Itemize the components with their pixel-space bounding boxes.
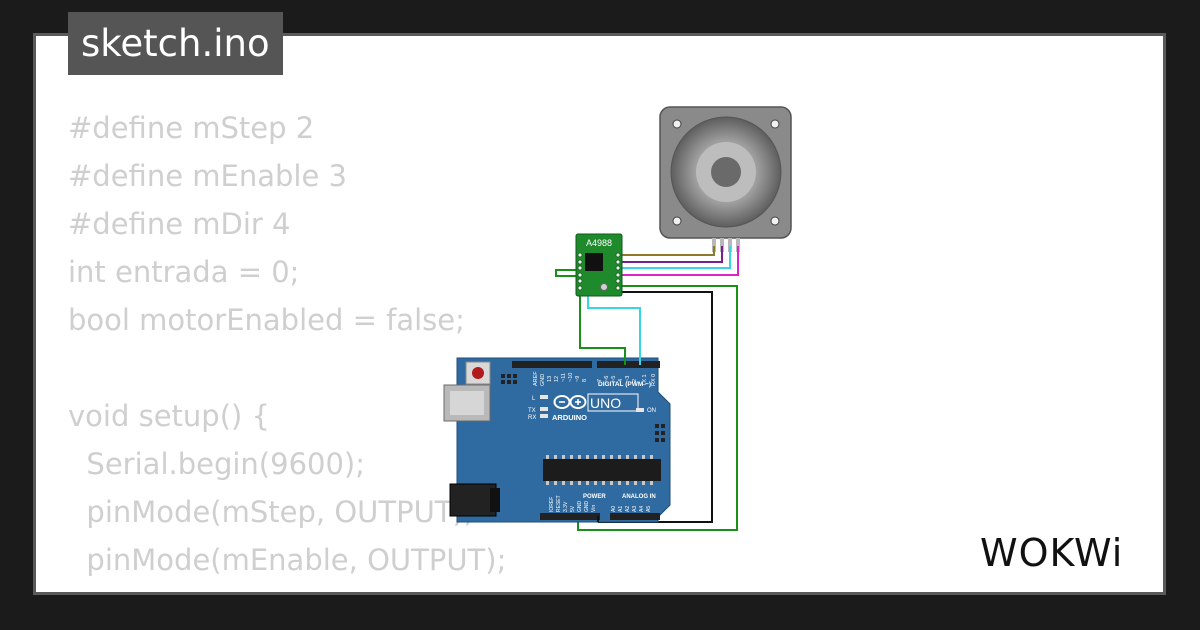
pin-label: GND bbox=[584, 501, 590, 513]
wire-overlay bbox=[597, 308, 641, 522]
pin-label: A4 bbox=[639, 506, 645, 512]
digital-header-label: DIGITAL (PWM ~) bbox=[598, 381, 651, 388]
pin-label: ~6 bbox=[604, 376, 610, 382]
code-line: Serial.begin(9600); bbox=[68, 447, 366, 481]
driver-label: A4988 bbox=[586, 238, 612, 248]
circuit-diagram: A4988 AREF G bbox=[443, 106, 792, 531]
arduino-logo bbox=[553, 395, 587, 409]
wokwi-logo: WOKWi bbox=[980, 531, 1123, 574]
pin-label: A5 bbox=[646, 506, 652, 512]
led-label-tx: TX bbox=[528, 408, 536, 414]
pin-label: 4 bbox=[618, 379, 624, 382]
pin-label: 7 bbox=[597, 379, 603, 382]
board-brand-label: ARDUINO bbox=[552, 413, 587, 422]
power-header-label: POWER bbox=[583, 494, 606, 500]
pin-label: GND bbox=[540, 374, 546, 386]
pin-label: ~10 bbox=[568, 373, 574, 382]
pin-label: 2 bbox=[632, 379, 638, 382]
pin-label: 12 bbox=[554, 376, 560, 382]
pin-label: ~3 bbox=[625, 376, 631, 382]
led-label-l: L bbox=[532, 396, 536, 402]
board-model-label: UNO bbox=[590, 395, 621, 411]
file-tab[interactable]: sketch.ino bbox=[68, 12, 283, 75]
pin-label: 8 bbox=[582, 379, 588, 382]
pin-label: 3.3V bbox=[563, 501, 569, 512]
code-line: pinMode(mDir, OUTPUT); bbox=[68, 584, 588, 594]
pin-label: 13 bbox=[547, 376, 553, 382]
pin-label: A0 bbox=[611, 506, 617, 512]
pin-label: ~11 bbox=[561, 373, 567, 382]
pin-label: RESET bbox=[556, 495, 562, 512]
pin-label: 5V bbox=[570, 505, 576, 512]
code-line: void setup() { bbox=[68, 399, 270, 433]
pin-label: A2 bbox=[625, 506, 631, 512]
pin-label: ~5 bbox=[611, 376, 617, 382]
code-line: pinMode(mEnable, OUTPUT); bbox=[68, 543, 507, 577]
wokwi-logo-text: WOKWi bbox=[980, 531, 1123, 574]
pin-label: A3 bbox=[632, 506, 638, 512]
file-tab-label: sketch.ino bbox=[81, 22, 270, 65]
code-line: #define mStep 2 bbox=[68, 111, 315, 145]
code-line: bool motorEnabled = false; bbox=[68, 303, 465, 337]
motor-wires bbox=[620, 246, 739, 276]
pin-label: A1 bbox=[618, 506, 624, 512]
pin-label: TX 1 bbox=[642, 374, 648, 386]
pin-label: IOREF bbox=[549, 497, 555, 512]
pin-label: AREF bbox=[533, 371, 539, 386]
on-led-label: ON bbox=[647, 408, 656, 414]
led-label-rx: RX bbox=[528, 415, 536, 421]
pin-label: RX 0 bbox=[651, 374, 657, 386]
a4988-driver[interactable]: A4988 bbox=[575, 233, 623, 297]
pin-label: Vin bbox=[591, 505, 597, 512]
analog-header-label: ANALOG IN bbox=[622, 494, 656, 500]
pin-label: ~9 bbox=[575, 376, 581, 382]
code-line: #define mEnable 3 bbox=[68, 159, 347, 193]
pin-label: GND bbox=[577, 501, 583, 513]
code-preview: #define mStep 2 #define mEnable 3 #defin… bbox=[68, 104, 588, 594]
code-line: #define mDir 4 bbox=[68, 207, 291, 241]
stepper-motor[interactable] bbox=[659, 106, 792, 252]
code-line: int entrada = 0; bbox=[68, 255, 300, 289]
arduino-uno-board[interactable]: AREF GND 13 12 ~11 ~10 ~9 8 7 ~6 ~5 4 ~3… bbox=[443, 357, 671, 523]
code-line: pinMode(mStep, OUTPUT); bbox=[68, 495, 474, 529]
